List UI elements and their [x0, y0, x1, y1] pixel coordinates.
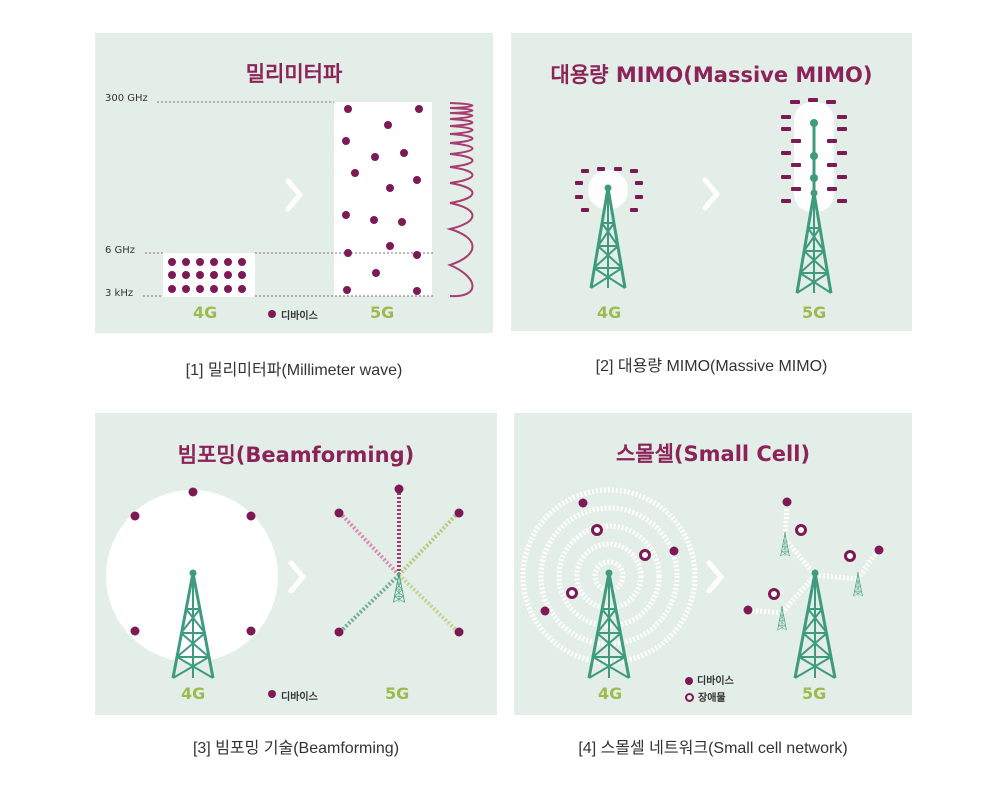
panel-millimeter-wave: 밀리미터파 300 GHz 6 GHz 3 kHz 4G 디바이스 5G: [95, 33, 493, 333]
legend-obstacle-label: 장애물: [698, 693, 726, 704]
arrow-right-icon: [706, 560, 725, 594]
arrow-right-icon: [288, 560, 307, 594]
panel-title: 밀리미터파: [245, 62, 343, 86]
gen-label-5g: 5G: [802, 303, 827, 322]
panel-title: 빔포밍(Beamforming): [177, 443, 415, 467]
panel-beamforming: 빔포밍(Beamforming) 4G 디바이스 5G: [95, 413, 497, 715]
freq-label-300ghz: 300 GHz: [105, 93, 148, 104]
gen-label-4g: 4G: [193, 303, 218, 322]
small-cell-diagram: [520, 487, 884, 680]
gen-label-5g: 5G: [385, 684, 410, 703]
massive-mimo-diagram: [575, 98, 847, 295]
gen-label-4g: 4G: [597, 303, 622, 322]
caption-small-cell: [4] 스몰셀 네트워크(Small cell network): [578, 740, 848, 757]
gen-label-4g: 4G: [598, 684, 623, 703]
legend-obstacle: 장애물: [685, 689, 726, 704]
legend-device-label: 디바이스: [281, 692, 318, 703]
gen-label-5g: 5G: [370, 303, 395, 322]
device-dot-icon: [685, 677, 693, 685]
device-dot-icon: [168, 258, 246, 293]
legend-device-label: 디바이스: [281, 311, 318, 322]
gen-label-4g: 4G: [181, 684, 206, 703]
legend-device-label: 디바이스: [697, 676, 734, 687]
freq-label-3khz: 3 kHz: [105, 288, 134, 299]
panel-title: 스몰셀(Small Cell): [615, 442, 811, 466]
millimeter-wave-diagram: [143, 101, 474, 318]
panel-small-cell: 스몰셀(Small Cell) 4G 디바이스 장애물 5G: [514, 413, 912, 715]
legend-device: 디바이스: [685, 672, 734, 687]
wave-icon: [446, 102, 474, 298]
caption-beamforming: [3] 빔포밍 기술(Beamforming): [192, 740, 400, 757]
freq-label-6ghz: 6 GHz: [105, 245, 136, 256]
legend-device: 디바이스: [281, 307, 318, 322]
panel-massive-mimo: 대용량 MIMO(Massive MIMO) 4G 5G: [511, 33, 912, 331]
arrow-right-icon: [702, 177, 721, 211]
caption-massive-mimo: [2] 대용량 MIMO(Massive MIMO): [595, 358, 828, 375]
gen-label-5g: 5G: [802, 684, 827, 703]
arrow-right-icon: [285, 178, 304, 212]
beamforming-diagram: [106, 484, 464, 698]
panel-title: 대용량 MIMO(Massive MIMO): [550, 63, 873, 87]
tower-icon: [793, 568, 837, 680]
legend-device: 디바이스: [281, 688, 318, 703]
obstacle-ring-icon: [685, 693, 694, 702]
caption-millimeter-wave: [1] 밀리미터파(Millimeter wave): [185, 362, 403, 379]
